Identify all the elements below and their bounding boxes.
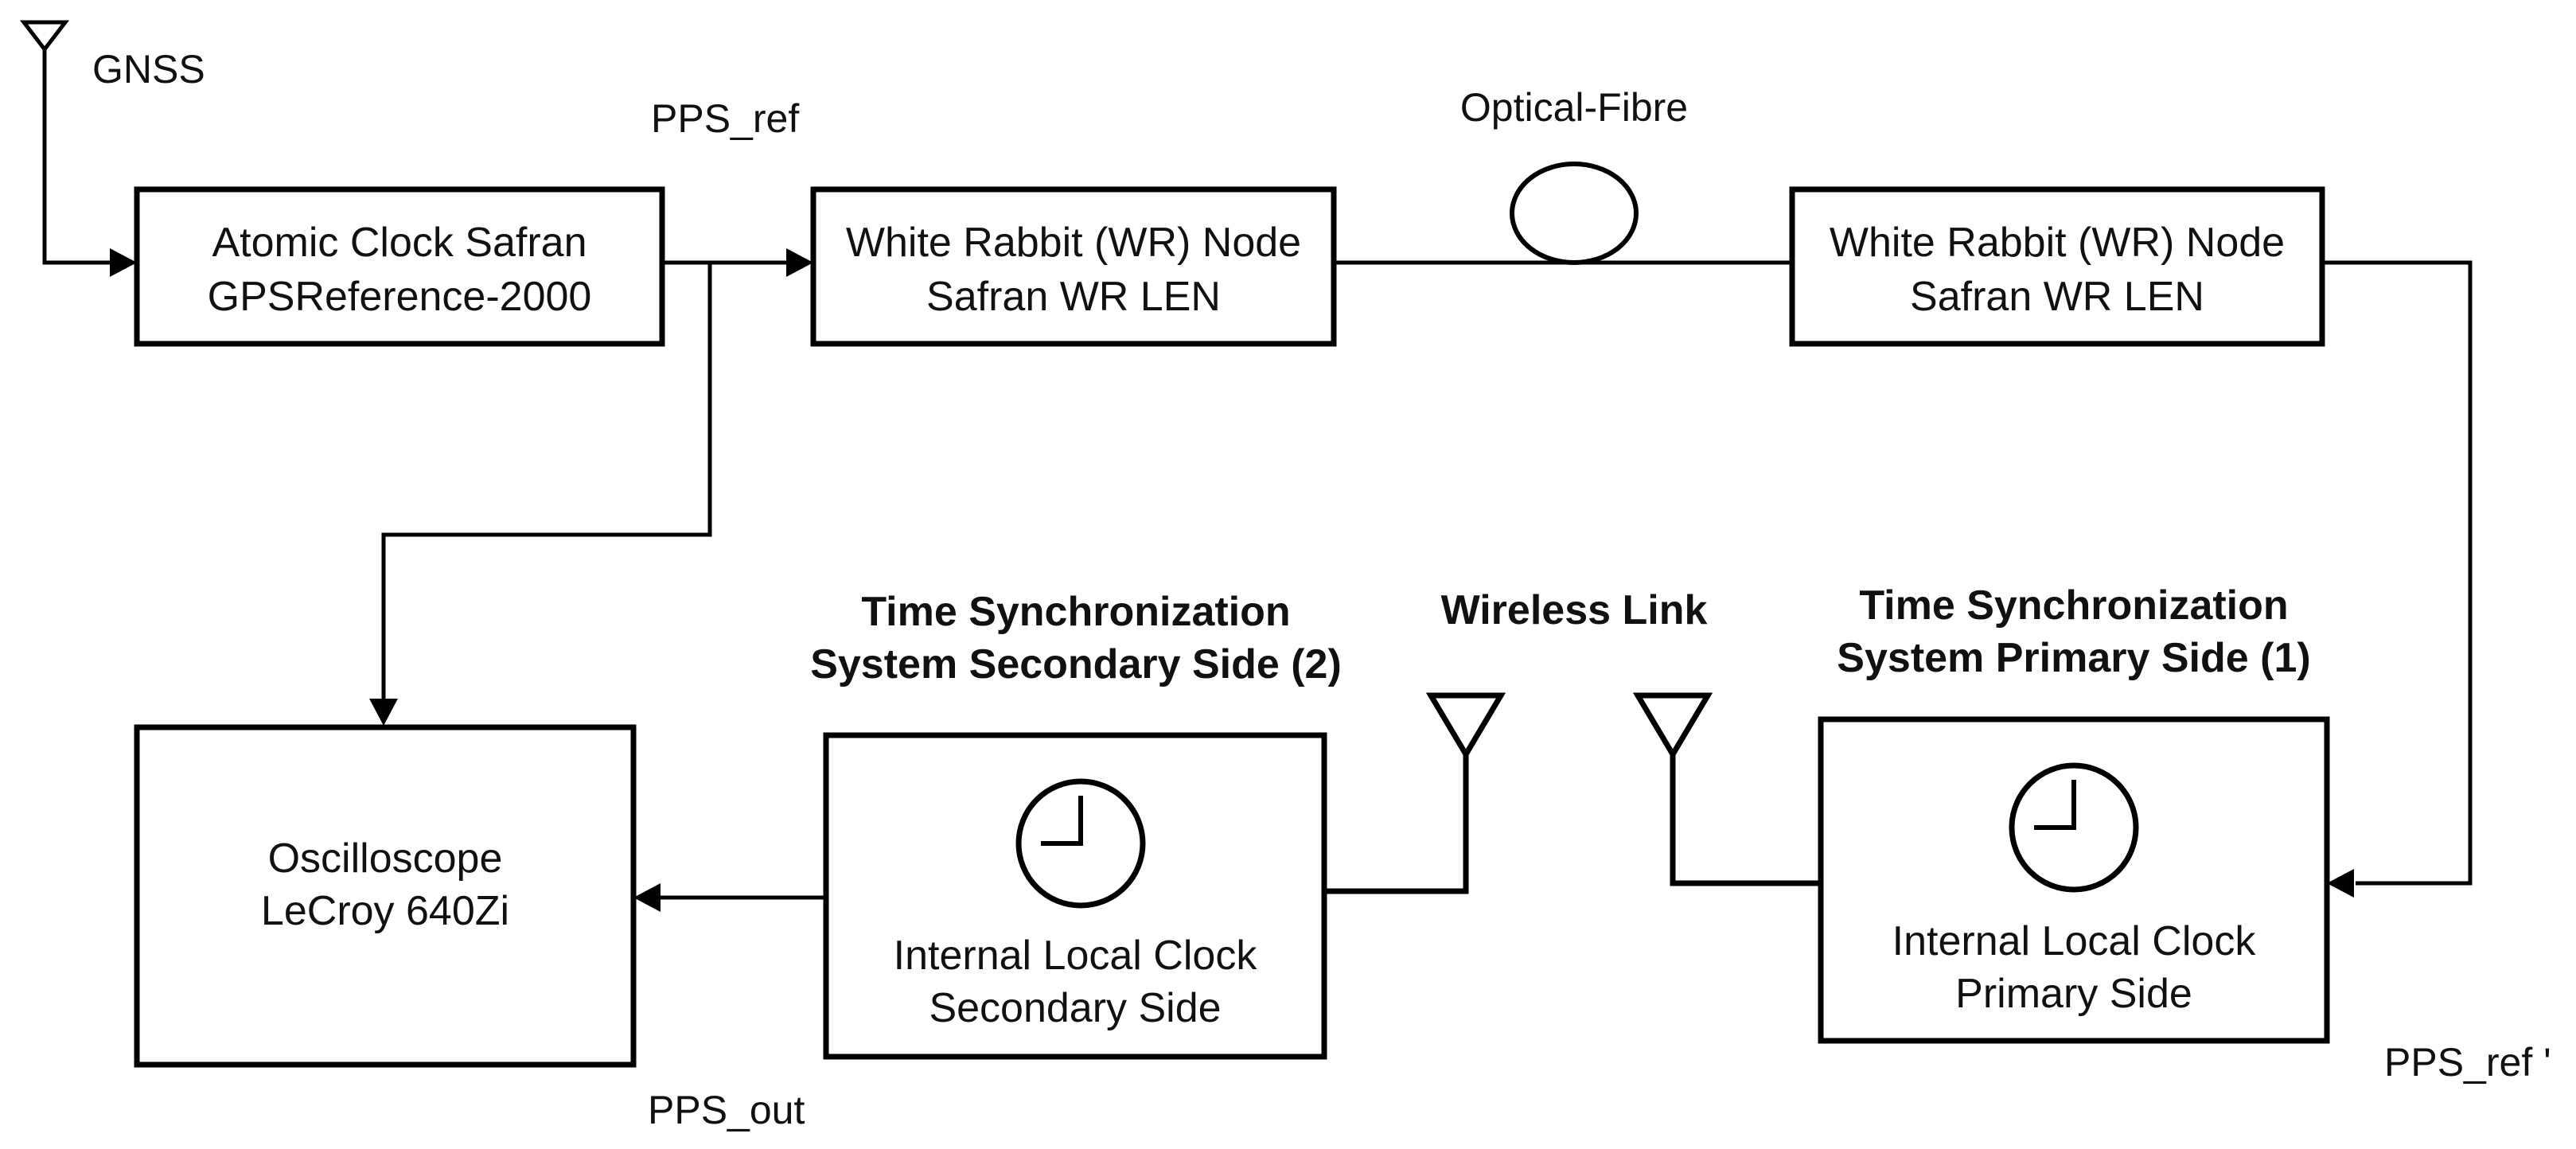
wire-gnss-to-atomic-clock <box>42 49 111 265</box>
oscilloscope-title: Oscilloscope <box>268 835 503 882</box>
wireless-link-label: Wireless Link <box>1441 587 1708 633</box>
antenna-icon <box>19 20 70 53</box>
arrowhead-oscilloscope-side-input <box>633 883 661 912</box>
atomic-clock-title: Atomic Clock Safran <box>212 220 587 266</box>
primary-heading-line1: Time Synchronization <box>1859 582 2288 629</box>
secondary-clock-title: Internal Local Clock <box>894 933 1258 979</box>
wr-node-right-box <box>1789 186 2325 347</box>
wr-node-right-title: White Rabbit (WR) Node <box>1830 220 2285 266</box>
oscilloscope-box <box>134 724 637 1068</box>
secondary-clock-subtitle: Secondary Side <box>929 985 1221 1031</box>
arrowhead-primary-input <box>2327 869 2354 898</box>
antenna-icon <box>1425 692 1506 760</box>
wr-node-right-model: Safran WR LEN <box>1910 274 2204 320</box>
wire-secondary-antenna-feed <box>1324 754 1469 894</box>
atomic-clock-box <box>134 186 665 347</box>
oscilloscope-model: LeCroy 640Zi <box>261 888 509 934</box>
pps-out-label: PPS_out <box>648 1088 805 1132</box>
arrowhead-oscilloscope-top-input <box>369 699 398 726</box>
pps-ref-label: PPS_ref <box>651 96 799 141</box>
wr-node-left-box <box>810 186 1337 347</box>
primary-clock-subtitle: Primary Side <box>1955 971 2192 1017</box>
wr-node-left-model: Safran WR LEN <box>926 274 1221 320</box>
wire-wr-right-to-primary <box>2322 260 2473 886</box>
pps-ref-prime-label: PPS_ref ' <box>2384 1040 2551 1085</box>
antenna-icon <box>1632 692 1713 760</box>
primary-heading-line2: System Primary Side (1) <box>1837 635 2310 681</box>
clock-icon <box>1015 778 1146 909</box>
arrowhead-atomic-clock-input <box>110 248 137 277</box>
secondary-heading-line2: System Secondary Side (2) <box>810 641 1342 687</box>
secondary-heading-line1: Time Synchronization <box>861 589 1290 635</box>
fibre-loop-icon <box>1510 162 1639 265</box>
atomic-clock-model: GPSReference-2000 <box>208 274 592 320</box>
wire-pps-ref-to-oscilloscope <box>381 263 712 700</box>
wire-primary-antenna-feed <box>1670 754 1821 886</box>
gnss-label: GNSS <box>92 47 205 92</box>
primary-clock-title: Internal Local Clock <box>1892 918 2257 964</box>
arrowhead-wr-left-input <box>786 248 813 277</box>
optical-fibre-label: Optical-Fibre <box>1460 85 1688 130</box>
wr-node-left-title: White Rabbit (WR) Node <box>846 220 1301 266</box>
clock-icon <box>2009 762 2139 893</box>
